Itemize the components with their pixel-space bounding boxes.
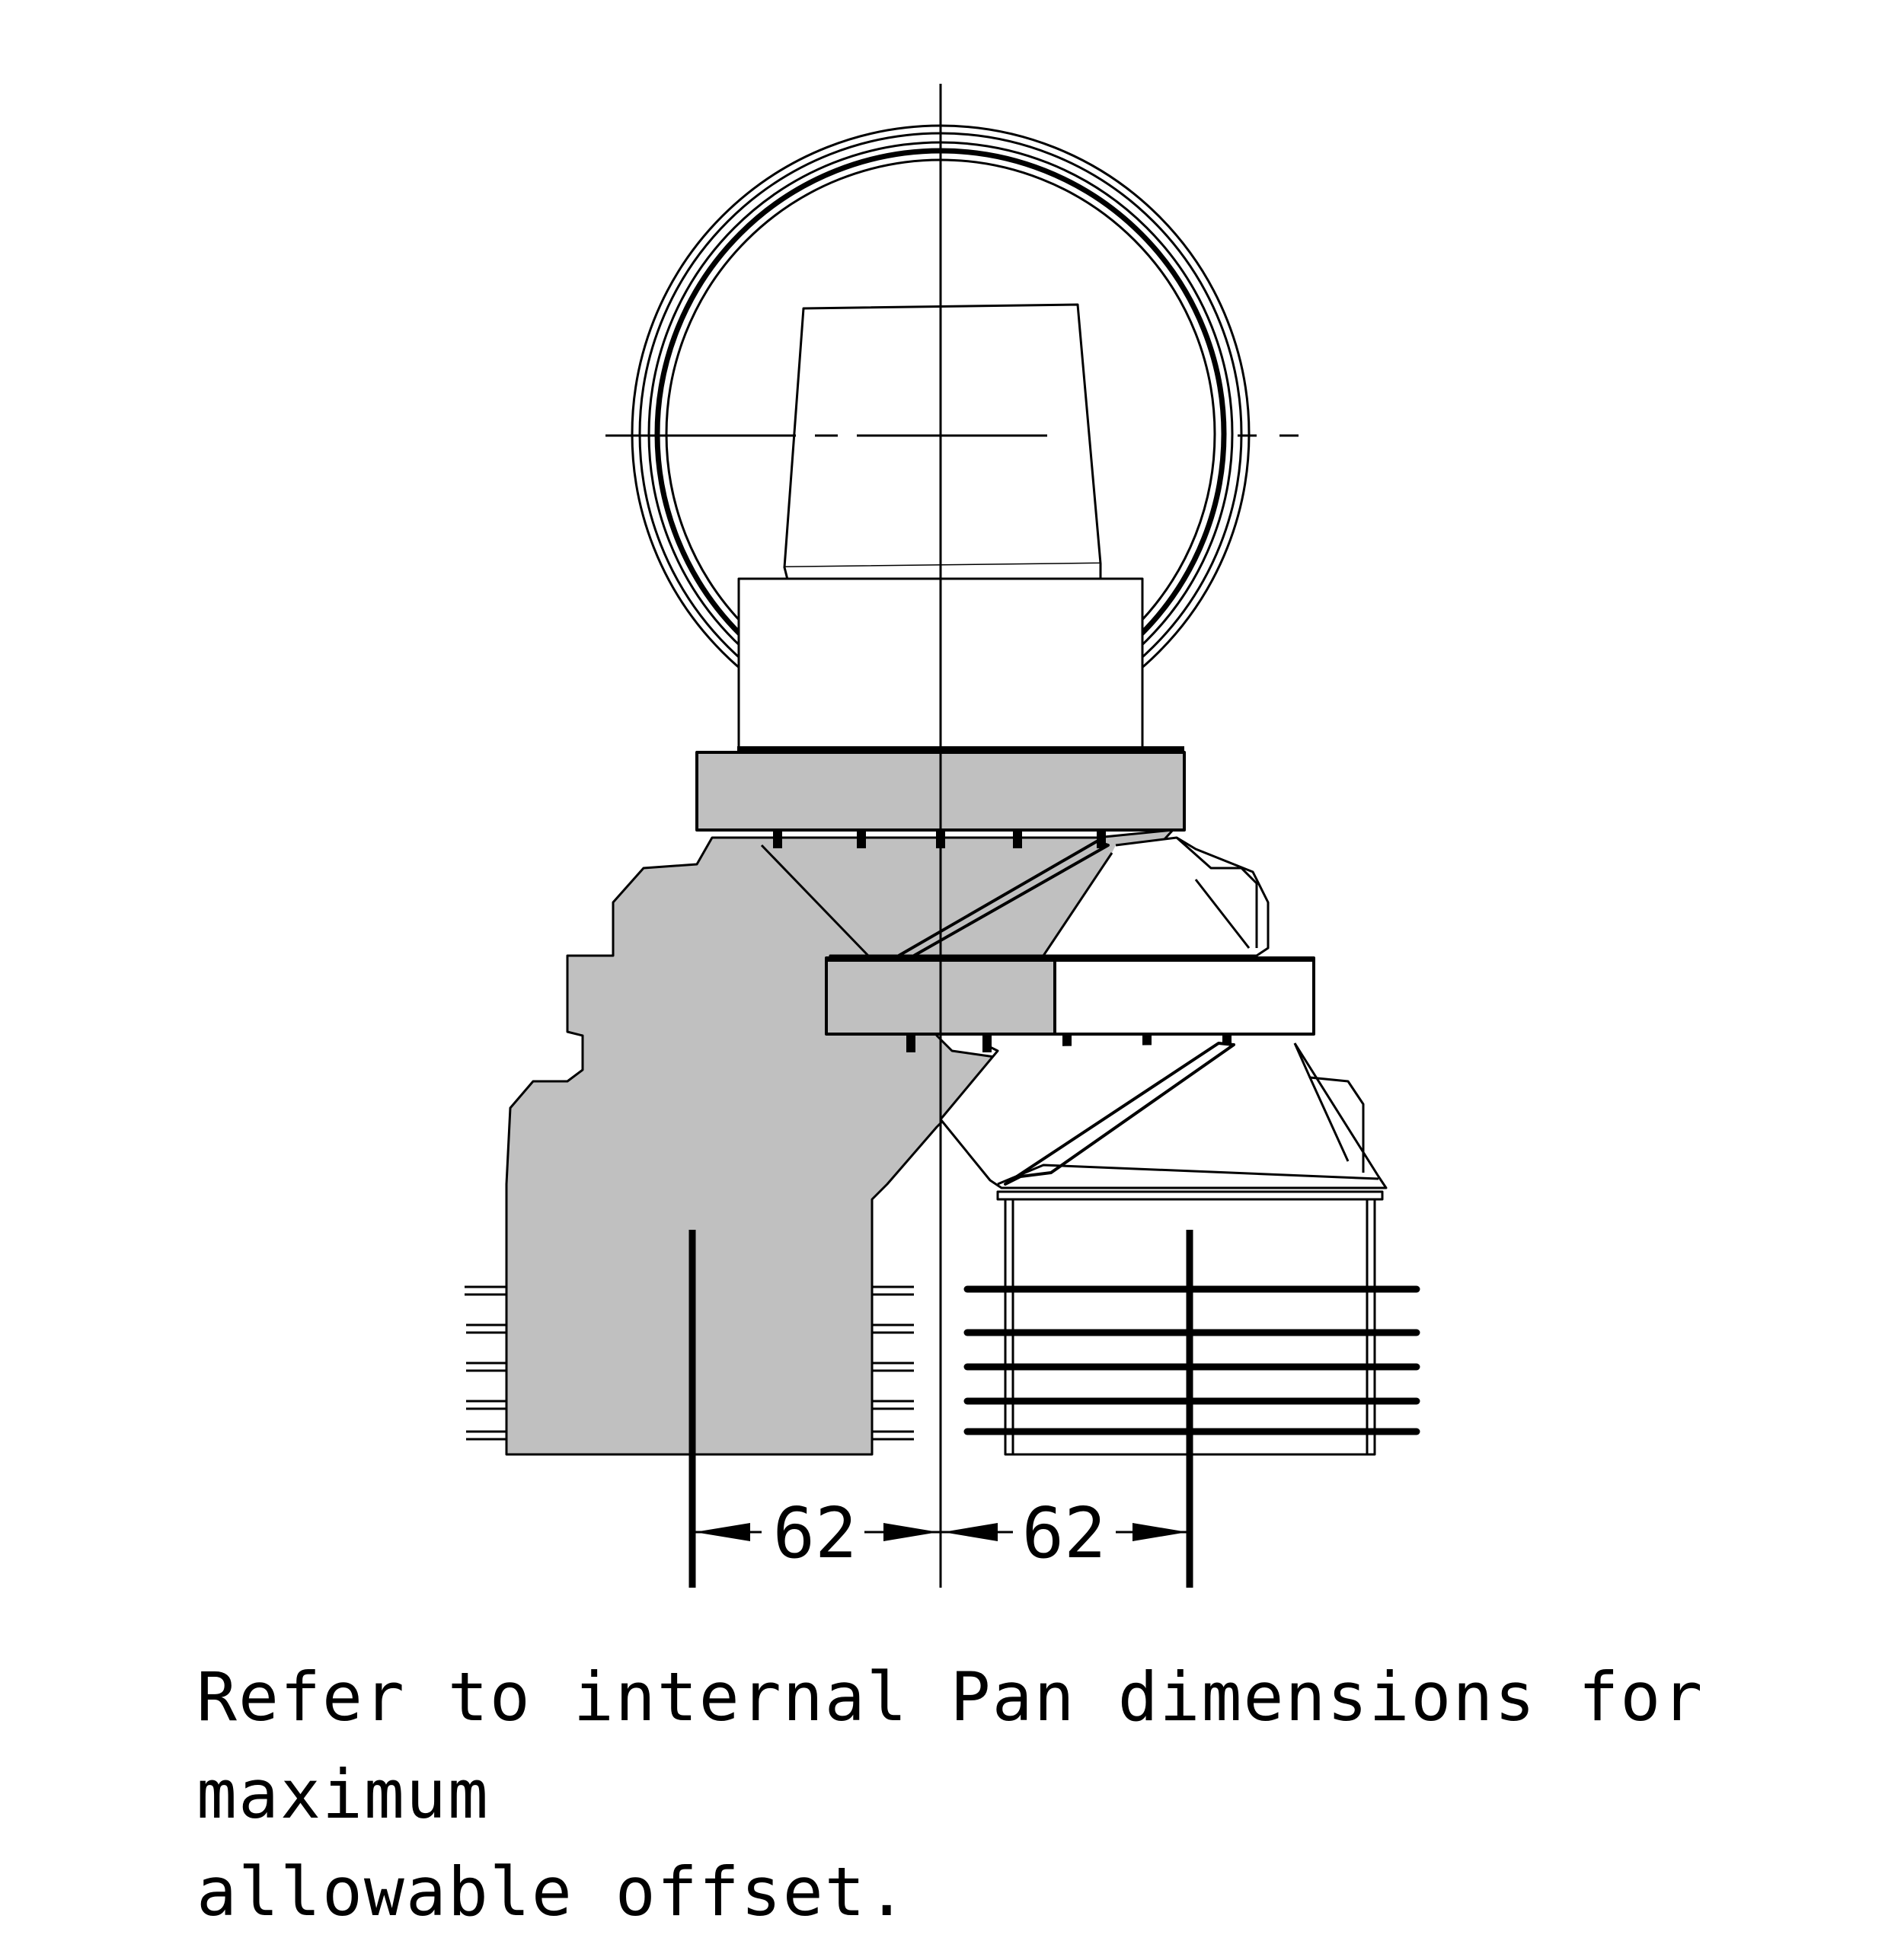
offset-note-line-1: Refer to internal Pan dimensions for max… <box>196 1658 1704 1834</box>
lower-cone-right <box>939 1042 1388 1189</box>
offset-note: Refer to internal Pan dimensions for max… <box>196 1649 1796 1941</box>
offset-note-line-2: allowable offset. <box>196 1853 909 1931</box>
left-fins <box>465 1285 914 1441</box>
left-offset-dimension: 62 <box>773 1492 858 1574</box>
centre-lines <box>605 84 1325 1588</box>
upper-flange-teeth <box>773 832 1106 848</box>
middle-flange-white <box>1053 956 1315 1036</box>
right-offset-dimension: 62 <box>1022 1492 1107 1574</box>
dimension-arrows <box>695 1523 1187 1541</box>
